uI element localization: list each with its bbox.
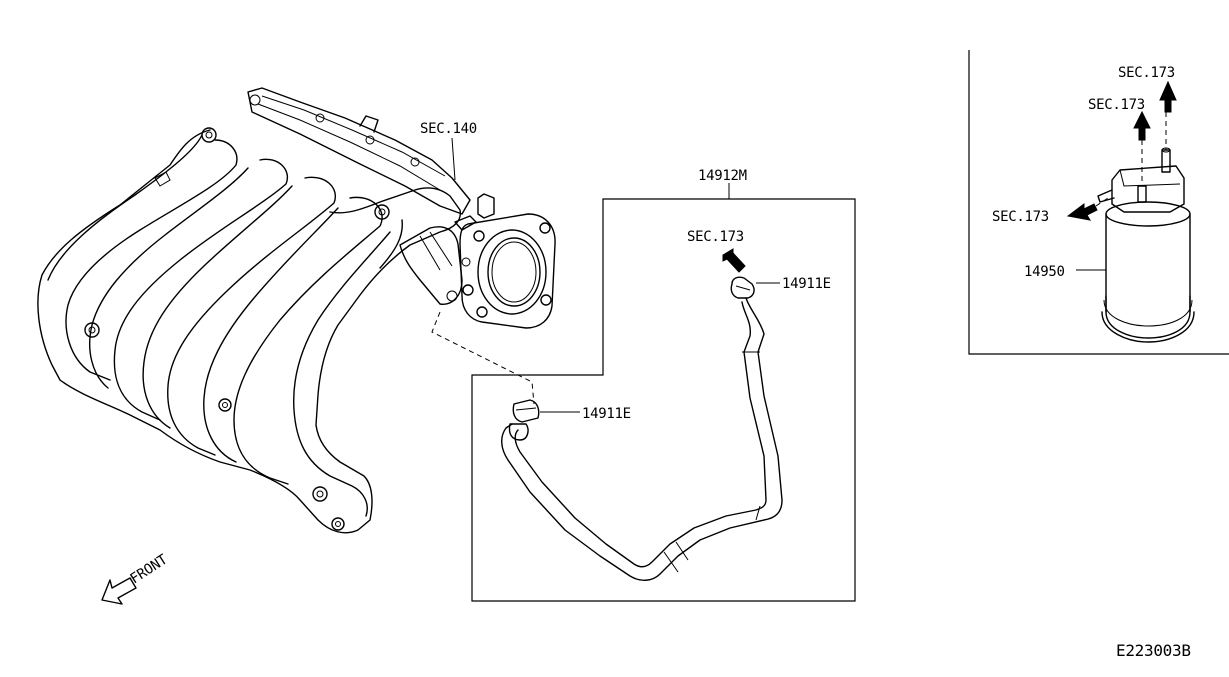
front-label: FRONT — [127, 551, 171, 587]
port-dashed-left — [1095, 197, 1109, 207]
front-direction-arrow-icon — [101, 577, 137, 605]
hose-clamp-bottom — [512, 399, 540, 423]
flow-arrow-icon — [1066, 203, 1098, 221]
hose-clamp-top — [730, 276, 755, 299]
intake-manifold — [37, 87, 495, 534]
sec-173-mid-label: SEC.173 — [1088, 97, 1145, 113]
throttle-body — [446, 213, 556, 329]
connection-dashed-line — [431, 311, 535, 405]
flow-arrow-icon — [1133, 110, 1151, 141]
part-14911e-bottom-label: 14911E — [582, 406, 631, 422]
evap-canister — [1097, 147, 1195, 343]
part-14950-label: 14950 — [1024, 264, 1065, 280]
canister-frame — [968, 50, 1229, 355]
flow-arrow-icon — [1159, 80, 1177, 113]
sec-173-top-label: SEC.173 — [1118, 65, 1175, 81]
sec-140-label: SEC.140 — [420, 121, 477, 137]
sec-173-hose-label: SEC.173 — [687, 229, 744, 245]
flow-arrow-icon — [722, 248, 746, 273]
sec-173-left-label: SEC.173 — [992, 209, 1049, 225]
part-14911e-top-label: 14911E — [782, 276, 831, 292]
sec-140-leader — [451, 137, 456, 181]
hose-assembly-frame — [471, 183, 856, 602]
part-14912m-label: 14912M — [698, 168, 747, 184]
vent-hose — [501, 297, 783, 581]
diagram-code: E223003B — [1116, 641, 1191, 660]
